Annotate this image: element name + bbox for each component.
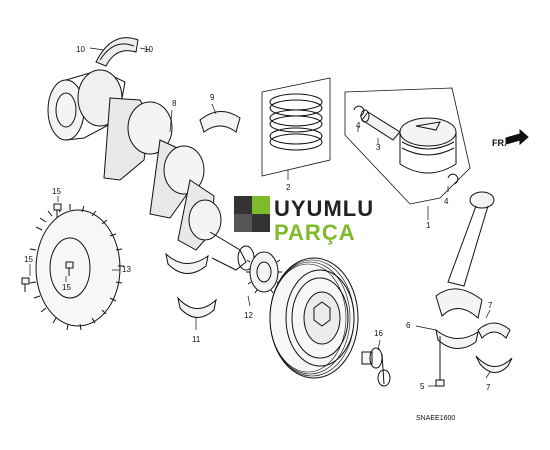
rod-bearing-lower[interactable]	[475, 355, 513, 373]
main-bearing-lower[interactable]	[165, 252, 209, 274]
callout-1: 1	[426, 221, 431, 230]
callout-16: 16	[374, 329, 383, 338]
callout-13: 13	[122, 265, 131, 274]
watermark-logo: UYUMLU PARÇA	[234, 196, 374, 245]
rod-cap[interactable]	[435, 328, 479, 349]
connecting-rod[interactable]	[435, 191, 495, 319]
callout-7b: 7	[486, 383, 491, 392]
callout-4b: 4	[444, 197, 449, 206]
crank-sprocket[interactable]	[246, 251, 282, 294]
callout-6: 6	[406, 321, 411, 330]
callout-10b: 10	[144, 45, 153, 54]
callout-8: 8	[172, 99, 177, 108]
piston-ring-set[interactable]	[261, 77, 331, 177]
logo-line1: UYUMLU	[274, 196, 374, 221]
pulley-bolt[interactable]	[361, 347, 391, 387]
front-arrow	[505, 128, 529, 146]
snap-ring[interactable]	[353, 105, 365, 117]
piston-pin[interactable]	[360, 109, 401, 141]
crankshaft[interactable]	[47, 69, 255, 271]
main-bearing[interactable]	[199, 111, 241, 133]
crank-pulley[interactable]	[269, 257, 359, 379]
direction-label: FR.	[492, 138, 507, 148]
main-bearing-11[interactable]	[177, 296, 217, 318]
callout-9: 9	[210, 93, 215, 102]
callout-4a: 4	[356, 121, 361, 130]
bolt-15-b[interactable]	[21, 277, 30, 292]
bolt-15-a[interactable]	[53, 203, 62, 218]
snap-ring-2[interactable]	[447, 173, 459, 185]
diagram-code: SNAEE1600	[416, 415, 455, 422]
callout-3: 3	[376, 143, 381, 152]
piston[interactable]	[399, 117, 457, 174]
bolt-15-c[interactable]	[65, 261, 74, 276]
callout-10a: 10	[76, 45, 85, 54]
rod-bearing[interactable]	[477, 322, 511, 339]
logo-line2: PARÇA	[274, 220, 356, 245]
reluctor-plate[interactable]	[29, 204, 124, 331]
callout-11: 11	[192, 335, 201, 344]
callout-7a: 7	[488, 301, 493, 310]
callout-15a: 15	[52, 187, 61, 196]
callout-5: 5	[420, 382, 425, 391]
callout-15b: 15	[24, 255, 33, 264]
piston-assembly[interactable]	[344, 87, 471, 205]
thrust-washer[interactable]	[95, 37, 139, 67]
callout-15c: 15	[62, 283, 71, 292]
callout-12: 12	[244, 311, 253, 320]
callout-2: 2	[286, 183, 291, 192]
